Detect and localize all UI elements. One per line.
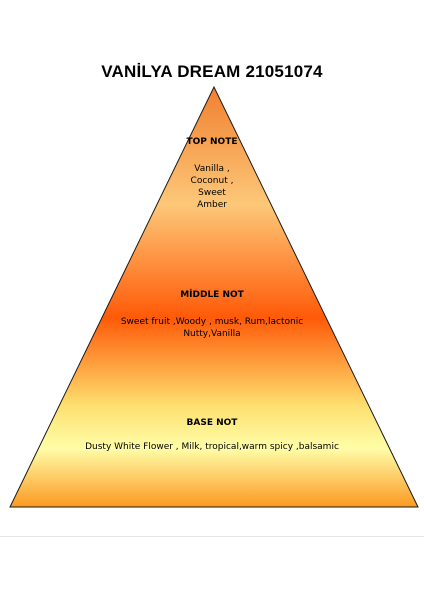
base-note-label: BASE NOT — [186, 418, 238, 428]
top-note-item: Sweet — [198, 188, 226, 198]
middle-note-list: Sweet fruit ,Woody , musk, Rum,lactonic … — [0, 316, 424, 340]
top-note-list: Vanilla , Coconut , Sweet Amber — [0, 163, 424, 211]
base-note-item: Dusty White Flower , Milk, tropical,warm… — [85, 442, 339, 452]
top-note-item: Amber — [197, 200, 227, 210]
divider-line — [0, 536, 424, 537]
base-note-list: Dusty White Flower , Milk, tropical,warm… — [0, 441, 424, 453]
middle-note-label: MİDDLE NOT — [180, 290, 244, 300]
middle-note-item: Nutty,Vanilla — [183, 329, 241, 339]
top-note-label: TOP NOTE — [186, 137, 238, 147]
middle-note-item: Sweet fruit ,Woody , musk, Rum,lactonic — [120, 317, 304, 327]
top-note-item: Vanilla , — [194, 164, 230, 174]
pyramid-triangle — [9, 85, 419, 508]
top-note-item: Coconut , — [190, 176, 234, 186]
diagram-title: VANİLYA DREAM 21051074 — [101, 62, 323, 81]
